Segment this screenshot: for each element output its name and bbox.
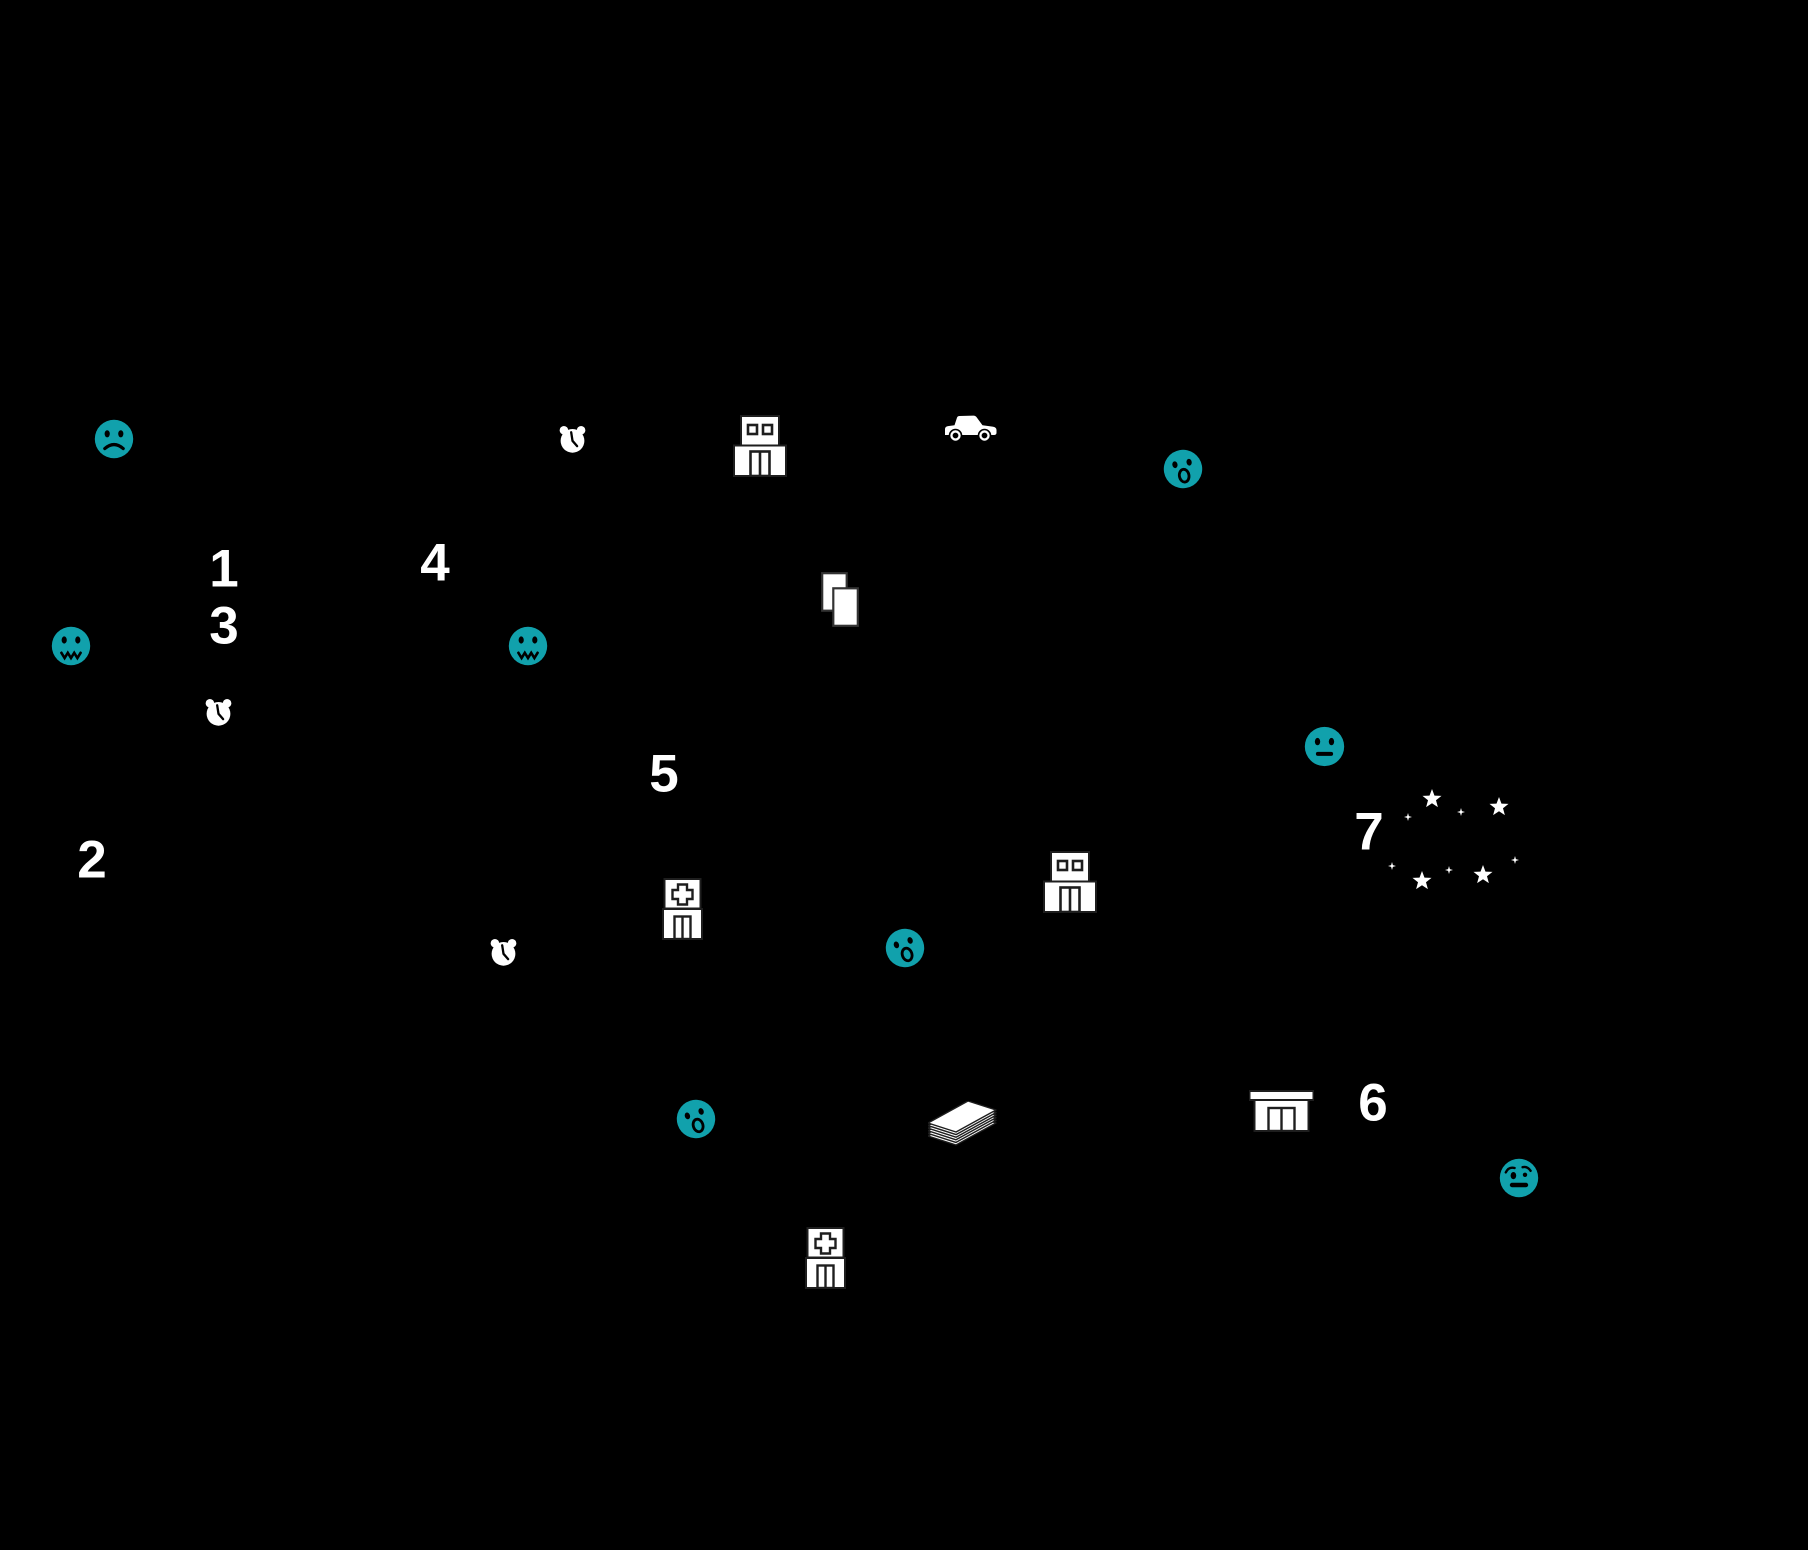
alarm-clock-icon	[556, 423, 589, 456]
hospital-icon	[804, 1227, 846, 1289]
frowning-face-icon	[94, 419, 134, 459]
zone-label-6: 6	[1358, 1073, 1388, 1133]
alarm-clock-icon	[202, 696, 235, 729]
car-icon	[942, 413, 999, 443]
alarm-clock-icon	[487, 936, 520, 969]
astonished-face-icon	[1163, 449, 1203, 489]
confounded-face-icon	[508, 626, 548, 666]
star-icon	[1488, 796, 1510, 818]
star-icon	[1472, 864, 1494, 886]
hospital-icon	[661, 878, 703, 940]
zone-label-4: 4	[420, 533, 450, 593]
zone-label-5: 5	[649, 744, 679, 804]
zone-label-7: 7	[1354, 802, 1384, 862]
office-building-icon	[1043, 851, 1097, 913]
star-small-icon	[1511, 856, 1519, 864]
office-building-icon	[733, 415, 787, 477]
astonished-face-icon	[885, 928, 925, 968]
astonished-face-icon	[676, 1099, 716, 1139]
star-small-icon	[1457, 808, 1465, 816]
star-small-icon	[1445, 866, 1453, 874]
zone-label-2: 2	[77, 830, 107, 890]
star-small-icon	[1404, 813, 1412, 821]
star-small-icon	[1388, 862, 1396, 870]
relieved-face-icon	[1499, 1158, 1539, 1198]
zone-label-3: 3	[209, 596, 239, 656]
store-icon	[1248, 1090, 1314, 1132]
star-icon	[1411, 870, 1433, 892]
zone-label-1: 1	[209, 539, 239, 599]
confounded-face-icon	[51, 626, 91, 666]
documents-icon	[821, 571, 859, 627]
neutral-face-icon	[1304, 726, 1345, 767]
star-icon	[1421, 788, 1443, 810]
money-stack-icon	[927, 1101, 997, 1147]
